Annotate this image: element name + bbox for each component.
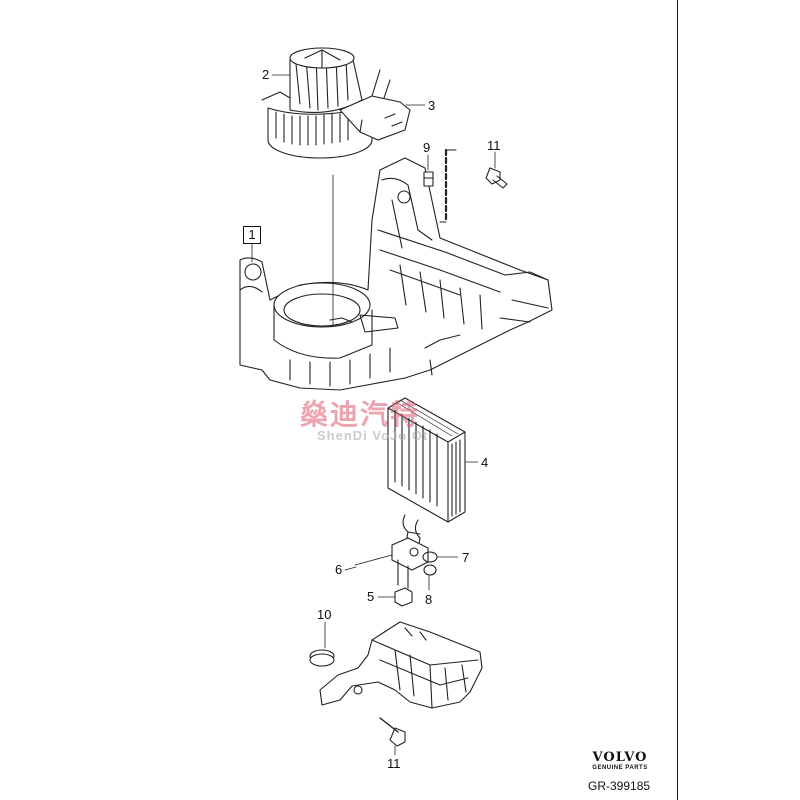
- drain-tray-drawing: [319, 621, 483, 709]
- watermark-chinese: 燊迪汽特: [300, 398, 421, 431]
- screw-top-drawing: [485, 167, 508, 189]
- o-rings-drawing: [422, 551, 438, 576]
- callout-11-top: 11: [487, 138, 501, 153]
- diagram-reference: GR-399185: [588, 779, 651, 793]
- callout-6: 6: [335, 562, 343, 577]
- callout-2: 2: [262, 67, 270, 82]
- brand-tagline: GENUINE PARTS: [592, 765, 648, 771]
- resistor-drawing: [423, 171, 434, 187]
- seal-washer-drawing: [309, 649, 335, 667]
- connector-small-drawing: [394, 587, 413, 607]
- callout-5: 5: [367, 589, 375, 604]
- callout-11-bottom: 11: [387, 756, 401, 771]
- housing-drawing: [239, 157, 553, 391]
- callout-1: 1: [243, 226, 261, 244]
- frame-border-line: [677, 0, 678, 800]
- callout-7: 7: [462, 550, 470, 565]
- heater-core-drawing: [387, 397, 466, 551]
- screw-bottom-drawing: [379, 717, 406, 747]
- blower-motor-drawing: [261, 47, 411, 159]
- watermark-latin: ShenDi VoJo Ot: [317, 428, 429, 443]
- callout-10: 10: [317, 607, 332, 622]
- callout-9: 9: [423, 140, 431, 155]
- volvo-logo-text: VOLVO: [592, 750, 648, 765]
- callout-3: 3: [428, 98, 436, 113]
- callout-4: 4: [481, 455, 489, 470]
- callout-8: 8: [425, 592, 433, 607]
- pipe-connector-drawing: [391, 537, 429, 589]
